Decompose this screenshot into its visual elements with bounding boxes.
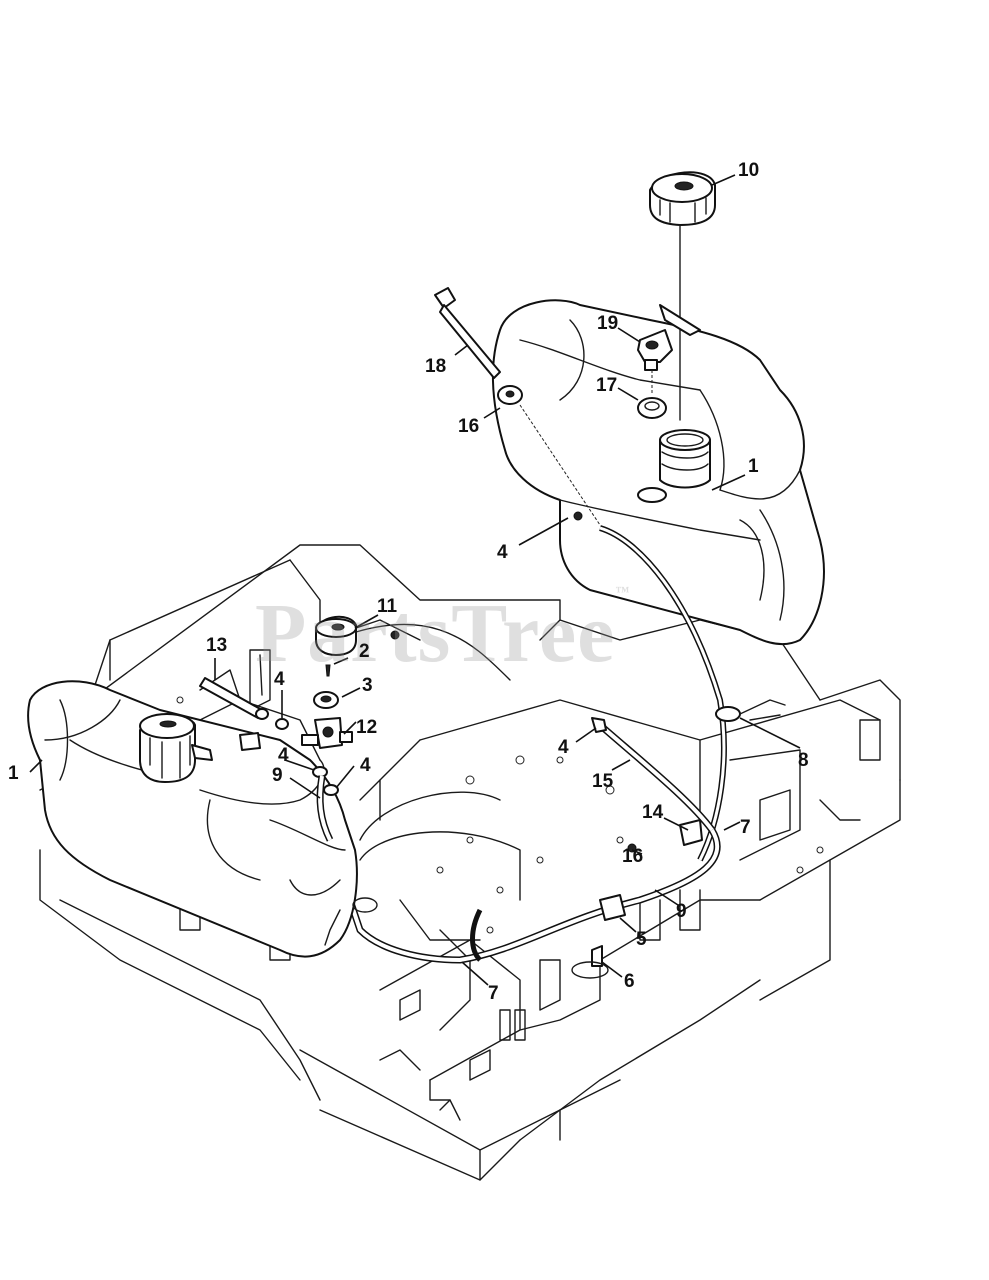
left-fuel-tank: [27, 680, 358, 958]
callout-9: 9: [676, 901, 687, 922]
callout-16: 16: [622, 846, 644, 867]
callout-4: 4: [278, 745, 289, 766]
vent-valve-19: [637, 329, 673, 371]
chassis-frame: [39, 544, 901, 1181]
callout-7: 7: [740, 817, 751, 838]
callout-19: 19: [597, 313, 619, 334]
callout-11: 11: [377, 596, 398, 617]
callout-6: 6: [624, 971, 635, 992]
callout-16: 16: [458, 416, 480, 437]
callout-1: 1: [8, 763, 19, 784]
watermark: PartsTree™: [255, 585, 631, 680]
left-components: [199, 615, 511, 946]
callout-2: 2: [359, 641, 370, 662]
callout-12: 12: [356, 717, 378, 738]
fuel-line-right: [573, 511, 786, 862]
callout-13: 13: [206, 635, 228, 656]
crossover-line-15: [591, 717, 715, 833]
callout-9: 9: [272, 765, 283, 786]
callout-17: 17: [596, 375, 618, 396]
fitting-18: [434, 287, 601, 526]
grommet-17: [637, 370, 667, 419]
callout-10: 10: [738, 160, 760, 181]
fuel-cap-10: [649, 171, 716, 421]
fuel-line-main: [346, 819, 721, 979]
callout-15: 15: [592, 771, 614, 792]
callout-14: 14: [642, 802, 664, 823]
callout-4: 4: [497, 542, 508, 563]
callout-4: 4: [558, 737, 569, 758]
callout-5: 5: [636, 929, 647, 950]
callout-8: 8: [798, 750, 809, 771]
callout-3: 3: [362, 675, 373, 696]
callout-1: 1: [748, 456, 759, 477]
callout-7: 7: [488, 983, 499, 1004]
right-fuel-tank: [492, 299, 825, 646]
leader-lines: [29, 174, 801, 986]
callout-4: 4: [274, 669, 285, 690]
callout-18: 18: [425, 356, 447, 377]
callout-4: 4: [360, 755, 371, 776]
